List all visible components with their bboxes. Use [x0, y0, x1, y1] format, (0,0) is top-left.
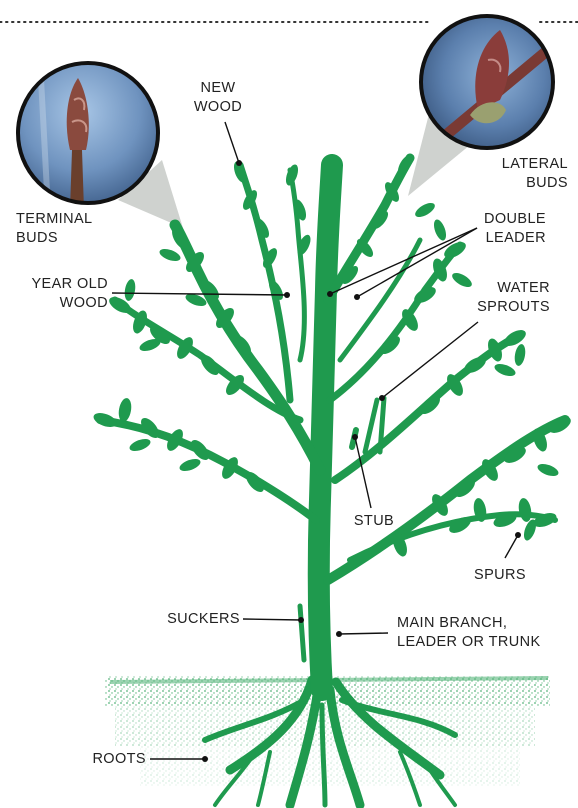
label-terminal-buds: TERMINAL BUDS [16, 210, 116, 248]
label-water-sprouts: WATER SPROUTS [460, 279, 550, 317]
label-stub: STUB [350, 512, 398, 531]
label-main-branch: MAIN BRANCH, LEADER OR TRUNK [397, 614, 547, 652]
label-lateral-buds: LATERAL BUDS [480, 155, 568, 193]
label-suckers: SUCKERS [150, 610, 240, 629]
label-new-wood: NEW WOOD [190, 79, 246, 117]
spurs-pointer [505, 535, 518, 558]
label-spurs: SPURS [468, 566, 526, 585]
label-year-old-wood: YEAR OLD WOOD [22, 275, 108, 313]
label-roots: ROOTS [80, 750, 146, 769]
lateral-bud-closeup [421, 16, 560, 148]
double-leader-pointer-2 [357, 228, 477, 297]
year-old-wood-pointer [112, 293, 287, 295]
label-double-leader: DOUBLE LEADER [470, 210, 546, 248]
new-wood-pointer [225, 122, 239, 163]
stub-pointer [355, 437, 371, 508]
main-branch-pointer [339, 633, 388, 634]
suckers-pointer [243, 619, 301, 620]
